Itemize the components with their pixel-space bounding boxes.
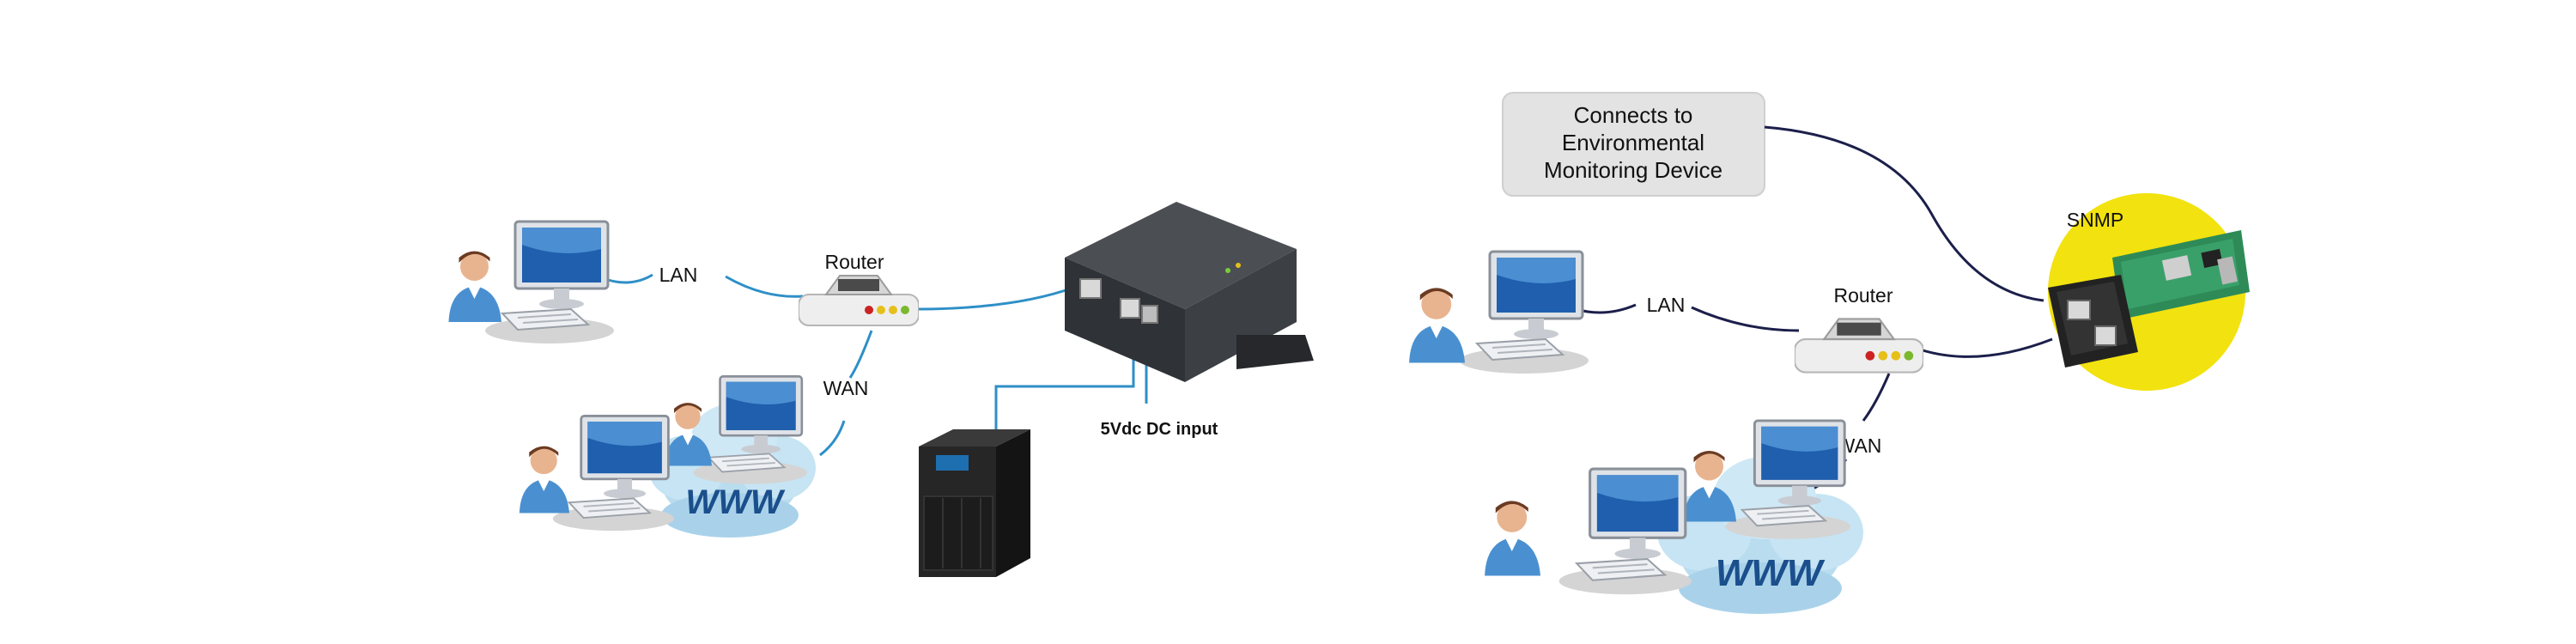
right-router-label: Router — [1833, 284, 1893, 307]
right-top-computer — [1409, 250, 1589, 374]
left-top-computer — [448, 220, 614, 343]
environmental-callout: Connects to Environmental Monitoring Dev… — [1502, 92, 1765, 197]
callout-line-3: Monitoring Device — [1544, 157, 1722, 183]
left-diagram: Router LAN WAN WWW — [448, 202, 1314, 577]
lan-cable-left — [605, 273, 653, 284]
callout-line-2: Environmental — [1562, 130, 1704, 155]
left-network-adapter — [1065, 202, 1314, 382]
callout-line-1: Connects to — [1574, 102, 1693, 128]
router-to-snmp-cable — [1914, 337, 2053, 358]
wan-cable-left — [848, 330, 873, 379]
right-www-label: WWW — [1716, 552, 1826, 594]
snmp-label: SNMP — [2067, 209, 2123, 231]
wan-cable-left-lower — [819, 420, 846, 457]
left-router: Router — [799, 251, 919, 326]
lan-cable-right — [1575, 303, 1637, 314]
right-lan-label: LAN — [1647, 294, 1686, 316]
lan-cable-right-router — [1691, 306, 1800, 332]
right-router: Router — [1795, 284, 1923, 374]
right-www-cloud-group: WWW — [1485, 419, 1863, 614]
left-www-cloud-group: WWW — [519, 375, 816, 538]
left-lan-label: LAN — [659, 264, 698, 286]
power-input-label: 5Vdc DC input — [1101, 420, 1218, 439]
router-to-adapter-cable — [914, 286, 1074, 311]
left-www-label: WWW — [685, 483, 786, 521]
right-diagram: Connects to Environmental Monitoring Dev… — [1409, 92, 2250, 614]
left-router-label: Router — [824, 251, 884, 273]
left-wan-label: WAN — [823, 377, 869, 399]
snmp-card-group: SNMP — [2048, 193, 2250, 391]
adapter-to-ups-cable — [994, 339, 1135, 429]
callout-to-snmp-cable — [1764, 125, 2044, 302]
lan-cable-left-router — [725, 275, 804, 298]
snmp-card — [2048, 230, 2250, 368]
left-ups-unit — [919, 429, 1030, 577]
wan-cable-right — [1862, 373, 1891, 422]
